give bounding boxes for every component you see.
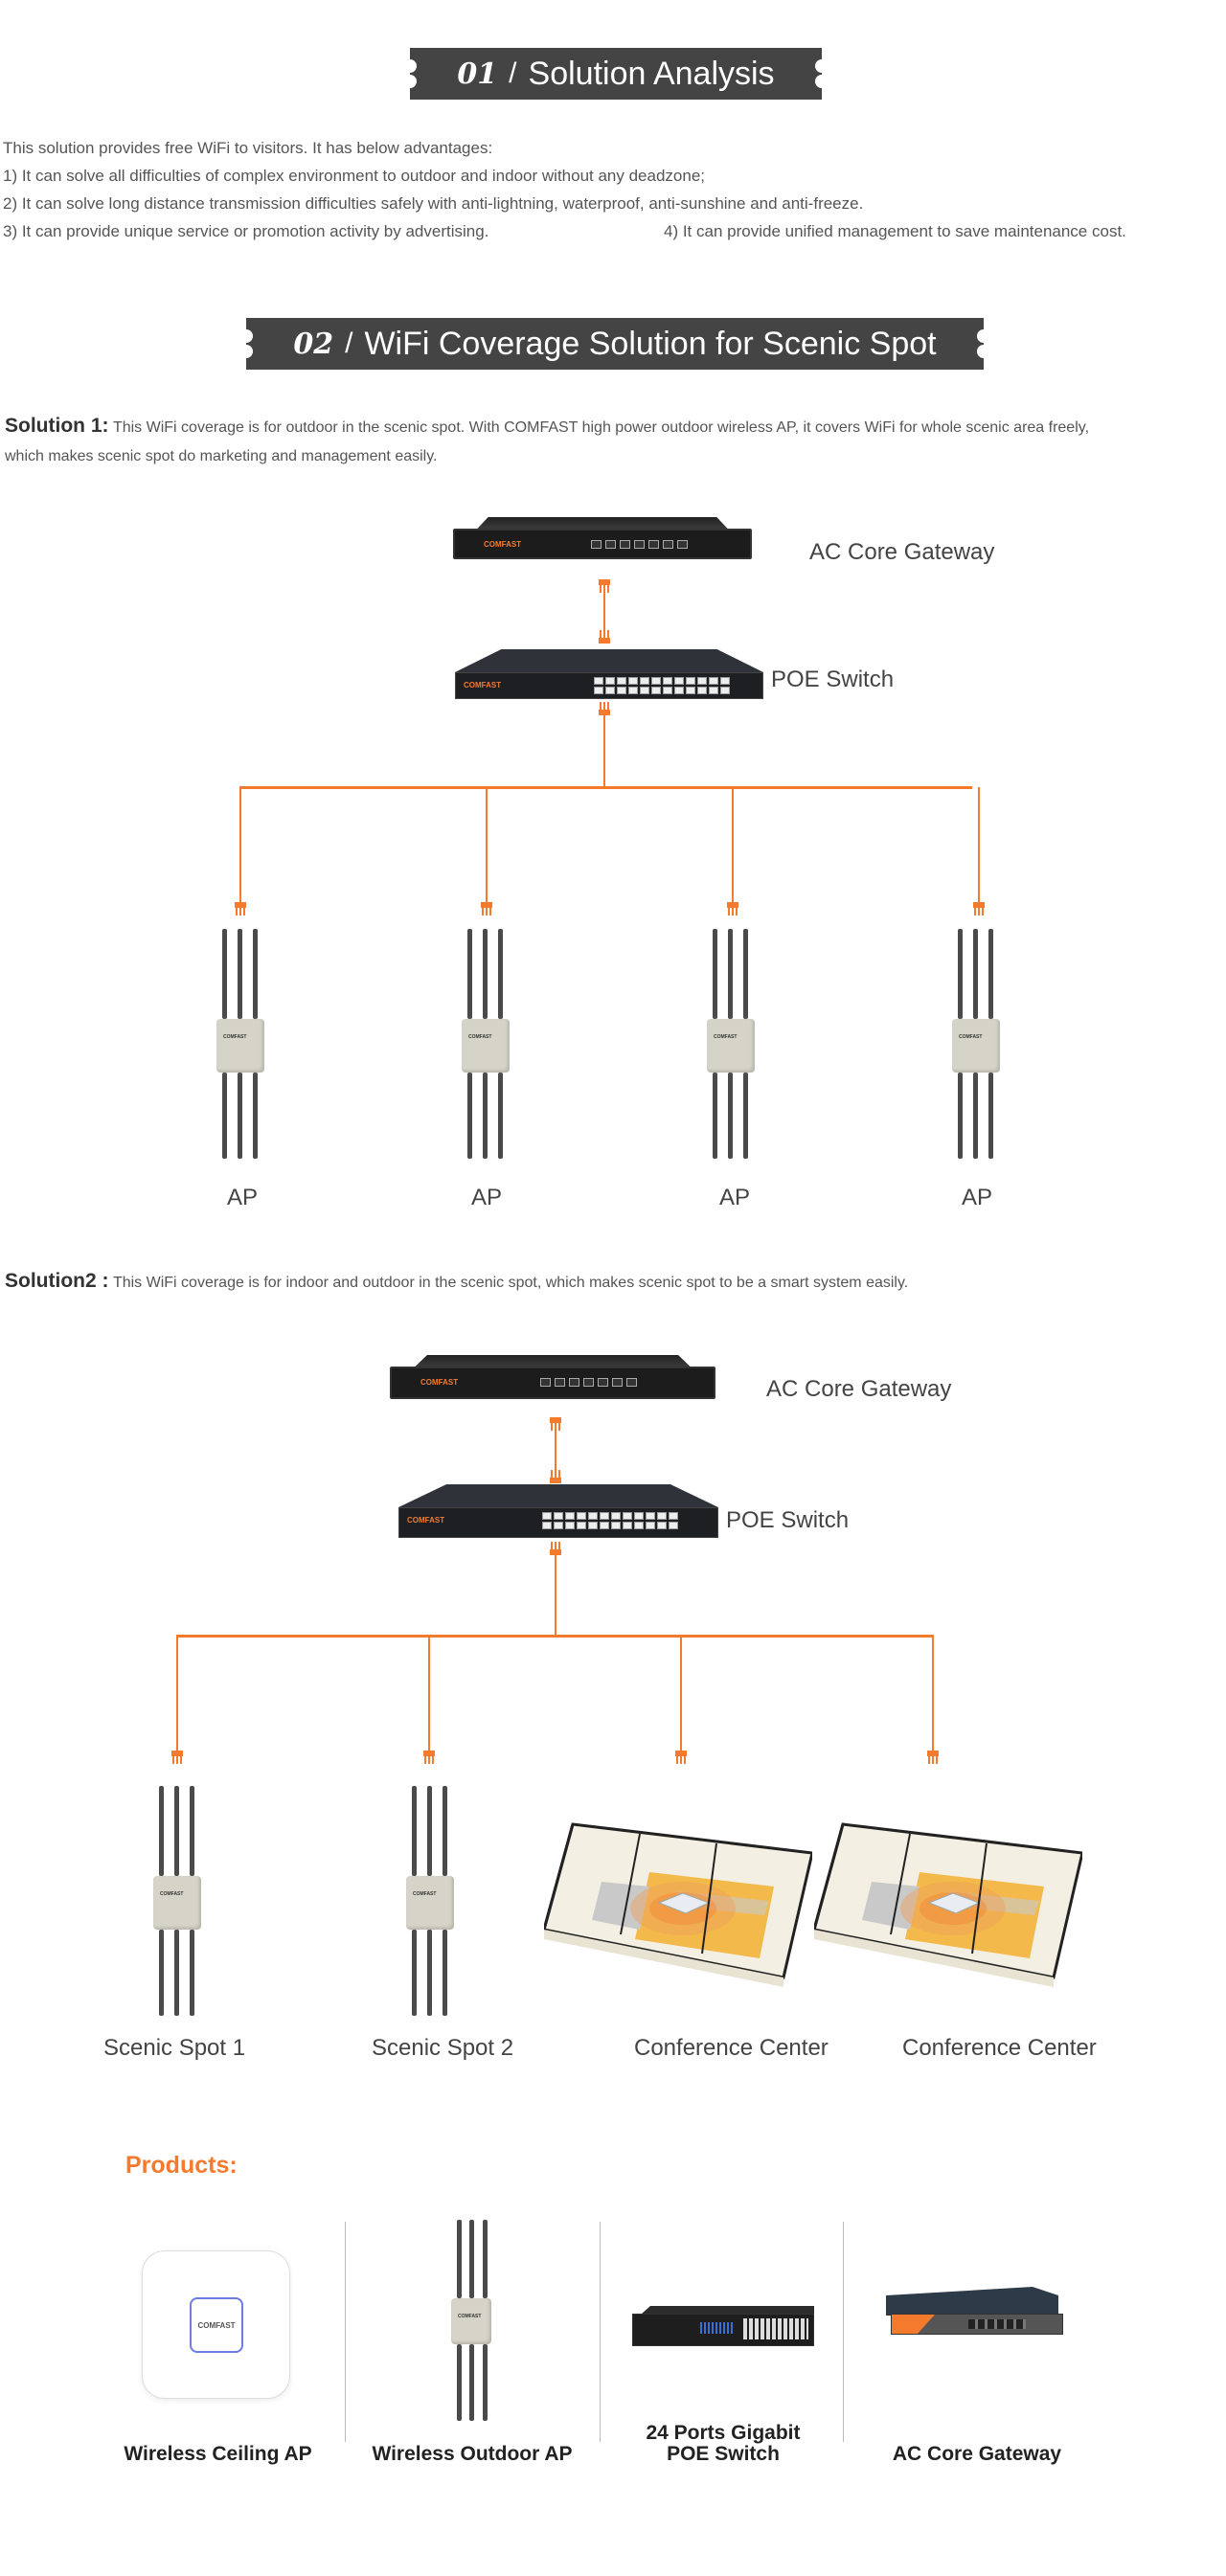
product-name: Wireless Outdoor AP [372, 2443, 573, 2465]
cable-plug-icon [171, 1751, 183, 1764]
cable [555, 1427, 556, 1475]
brand-logo: COMFAST [413, 1891, 437, 1897]
advantage-2: 2) It can solve long distance transmissi… [3, 194, 864, 213]
solution2-text: This WiFi coverage is for indoor and out… [112, 1275, 909, 1291]
divider [843, 2222, 844, 2442]
ap-label: AP [719, 1185, 751, 1210]
solution1-description: Solution 1: This WiFi coverage is for ou… [5, 412, 1226, 471]
cable-plug-icon [599, 630, 610, 644]
brand-logo: COMFAST [484, 540, 522, 549]
intro-line: This solution provides free WiFi to visi… [3, 139, 493, 157]
outdoor-ap-device: COMFAST [952, 929, 1000, 1164]
solution-analysis-text: This solution provides free WiFi to visi… [3, 134, 1219, 245]
cable-plug-icon [675, 1751, 687, 1764]
ap-label: AP [227, 1185, 259, 1210]
cable-plug-icon [235, 902, 246, 915]
outdoor-ap-device: COMFAST [462, 929, 510, 1164]
gateway-label: AC Core Gateway [766, 1376, 952, 1402]
ap-label: AP [471, 1185, 503, 1210]
cable [428, 1636, 430, 1752]
advantage-4: 4) It can provide unified management to … [664, 222, 1126, 240]
conference-center-floorplan [814, 1822, 1082, 1987]
product-name: AC Core Gateway [892, 2443, 1062, 2465]
product-name-line2: POE Switch [667, 2443, 780, 2465]
cable-plug-icon [481, 902, 492, 915]
separator: / [345, 328, 353, 359]
brand-logo: COMFAST [197, 2320, 236, 2330]
brand-logo: COMFAST [464, 681, 502, 689]
cable [680, 1636, 682, 1752]
outdoor-ap-device: COMFAST [216, 929, 264, 1164]
cable-plug-icon [927, 1751, 939, 1764]
cable [932, 1636, 934, 1752]
separator: / [509, 57, 517, 89]
poe-switch-device: COMFAST [398, 1484, 718, 1538]
cable-plug-icon [550, 1470, 561, 1483]
endpoint-label: Scenic Spot 2 [372, 2035, 514, 2061]
endpoint-label: Scenic Spot 1 [103, 2035, 246, 2061]
product-name-line1: 24 Ports Gigabit [646, 2422, 801, 2444]
section-title: WiFi Coverage Solution for Scenic Spot [364, 325, 937, 362]
brand-logo: COMFAST [160, 1891, 184, 1897]
brand-logo: COMFAST [407, 1516, 445, 1525]
section-number: 01 [457, 56, 498, 91]
cable [978, 787, 980, 904]
cable-plug-icon [423, 1751, 435, 1764]
cable-plug-icon [727, 902, 738, 915]
ac-gateway-image [886, 2287, 1068, 2344]
brand-logo: COMFAST [420, 1378, 459, 1387]
endpoint-label: Conference Center [634, 2035, 829, 2061]
cable [486, 787, 488, 904]
switch-label: POE Switch [726, 1507, 850, 1533]
divider [345, 2222, 346, 2442]
outdoor-ap-image: COMFAST [451, 2220, 499, 2426]
outdoor-ap-device: COMFAST [707, 929, 755, 1164]
ap-label: AP [962, 1185, 993, 1210]
ac-core-gateway-device: COMFAST [390, 1355, 715, 1399]
section-banner-solution-analysis: 01 / Solution Analysis [403, 48, 829, 100]
cable [555, 1551, 556, 1636]
cable [603, 713, 605, 787]
brand-logo: COMFAST [458, 2314, 482, 2319]
section-title: Solution Analysis [528, 55, 775, 92]
section-banner-scenic-spot: 02 / WiFi Coverage Solution for Scenic S… [239, 318, 990, 370]
conference-center-floorplan [544, 1822, 812, 1987]
brand-logo: COMFAST [714, 1034, 738, 1040]
solution1-text-line1: This WiFi coverage is for outdoor in the… [112, 419, 1090, 436]
outdoor-ap-device: COMFAST [406, 1786, 454, 2021]
gateway-label: AC Core Gateway [809, 539, 995, 565]
advantage-3: 3) It can provide unique service or prom… [3, 222, 489, 240]
product-name: 24 Ports Gigabit POE Switch [613, 2423, 833, 2465]
outdoor-ap-device: COMFAST [153, 1786, 201, 2021]
cable-plug-icon [973, 902, 985, 915]
endpoint-label: Conference Center [902, 2035, 1097, 2061]
cable-bus [239, 786, 972, 789]
solution2-heading: Solution2 : [5, 1270, 109, 1292]
cable [732, 787, 734, 904]
section-number: 02 [293, 327, 334, 361]
solution1-text-line2: which makes scenic spot do marketing and… [5, 448, 438, 464]
poe-switch-device: COMFAST [455, 649, 763, 699]
switch-label: POE Switch [771, 667, 895, 692]
product-name: Wireless Ceiling AP [124, 2443, 312, 2465]
brand-logo: COMFAST [223, 1034, 247, 1040]
brand-logo: COMFAST [468, 1034, 492, 1040]
products-heading: Products: [125, 2152, 238, 2179]
cable [176, 1636, 178, 1752]
advantage-1: 1) It can solve all difficulties of comp… [3, 167, 706, 185]
cable [239, 787, 241, 904]
cable-bus [176, 1635, 934, 1638]
cable [603, 589, 605, 637]
ceiling-ap-image: COMFAST [142, 2250, 290, 2399]
poe-switch-image [632, 2306, 814, 2346]
solution1-heading: Solution 1: [5, 415, 109, 437]
ac-core-gateway-device: COMFAST [453, 517, 752, 559]
brand-logo: COMFAST [959, 1034, 983, 1040]
divider [600, 2222, 601, 2442]
solution2-description: Solution2 : This WiFi coverage is for in… [5, 1270, 1226, 1293]
